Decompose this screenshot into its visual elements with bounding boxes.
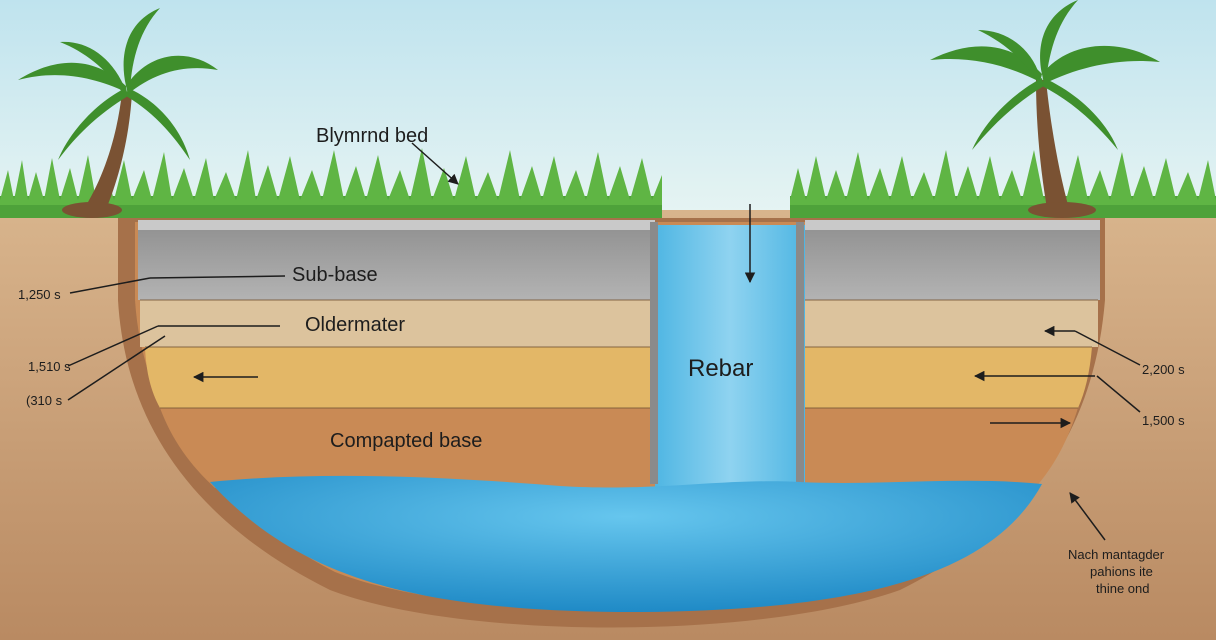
footnote-line-3: thine ond [1096, 581, 1150, 596]
palm-tree-right [930, 0, 1160, 218]
footnote-line-1: Nach mantagder [1068, 547, 1165, 562]
right-layers [805, 220, 1100, 488]
right-yellow [805, 347, 1092, 408]
label-compacted-base: Compapted base [330, 430, 482, 452]
side-note-left-1: 1,250 s [18, 287, 61, 302]
palm-tree-left [18, 8, 218, 218]
right-sand [805, 300, 1098, 347]
right-clay [805, 408, 1078, 488]
side-note-left-2: 1,510 s [28, 359, 71, 374]
left-sand [140, 300, 655, 347]
side-note-left-3: (310 s [26, 393, 63, 408]
right-concrete [805, 220, 1100, 300]
footnote-line-2: pahions ite [1090, 564, 1153, 579]
grass-left [0, 148, 662, 218]
left-concrete [138, 220, 655, 300]
left-clay [160, 408, 655, 488]
label-channel: Rebar [688, 355, 753, 382]
label-sub-base: Sub-base [292, 264, 378, 286]
label-top-title: Blymrnd bed [316, 125, 428, 147]
water-pool [210, 475, 1042, 612]
channel-wall-left [650, 222, 658, 484]
side-note-right-2: 1,500 s [1142, 413, 1185, 428]
layer-lines [140, 299, 1098, 409]
channel-wall-right [796, 222, 804, 484]
side-note-right-1: 2,200 s [1142, 362, 1185, 377]
left-yellow [145, 347, 655, 408]
left-layers [138, 220, 655, 488]
leader-lines [67, 142, 1141, 541]
channel-water [655, 225, 805, 490]
label-older-mater: Oldermater [305, 314, 405, 336]
grass-right [790, 150, 1216, 218]
